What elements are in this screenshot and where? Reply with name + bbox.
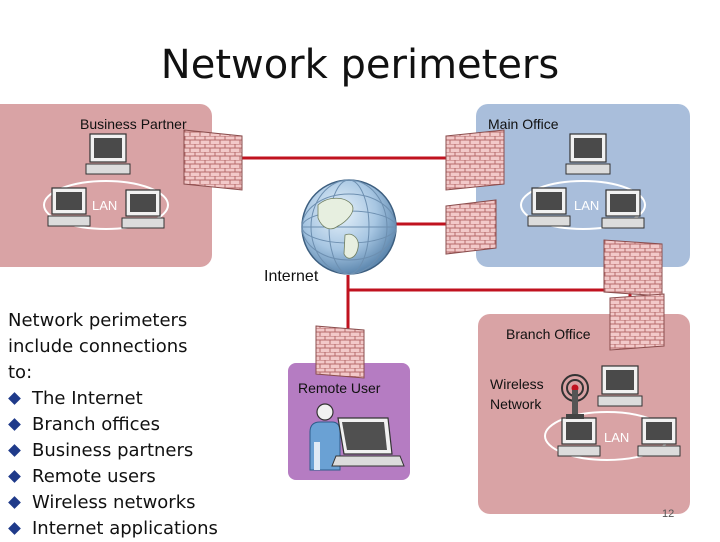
intro-text: Network perimeters include connections t…: [8, 310, 188, 383]
bullet-diamond-icon: [8, 418, 21, 431]
remote-user-label: Remote User: [298, 380, 381, 396]
connection-lines: [242, 156, 632, 338]
bullet-diamond-icon: [8, 392, 21, 405]
computer-icon: [565, 133, 611, 175]
firewall-icon: [315, 325, 365, 379]
computer-icon: [597, 365, 643, 407]
firewall-icon: [603, 239, 663, 297]
lan-label: LAN: [92, 198, 118, 213]
computer-icon: [637, 417, 681, 457]
wireless-network-label: Wireless Network: [490, 376, 544, 412]
bullet-diamond-icon: [8, 444, 21, 457]
computer-icon: [121, 189, 165, 229]
lan-label: LAN: [604, 430, 630, 445]
globe-icon: [301, 179, 397, 275]
slide-title: Network perimeters: [160, 42, 560, 88]
business-partner-label: Business Partner: [80, 116, 187, 132]
computer-icon: [47, 187, 91, 227]
computer-icon: [85, 133, 131, 175]
firewall-icon: [445, 129, 505, 191]
list-item: Remote users: [8, 464, 218, 490]
business-partner-zone: [0, 104, 212, 267]
remote-user-icon: [309, 403, 405, 471]
list-item: Wireless networks: [8, 490, 218, 516]
main-office-label: Main Office: [488, 116, 559, 132]
list-item: Branch offices: [8, 412, 218, 438]
computer-icon: [601, 189, 645, 229]
list-item: Internet applications: [8, 516, 218, 542]
wireless-access-point-icon: [561, 374, 589, 419]
main-office-zone: [476, 104, 690, 267]
branch-office-label: Branch Office: [506, 326, 591, 342]
page-number: 12: [662, 508, 675, 520]
bullet-text-block: Network perimeters include connections t…: [8, 308, 218, 542]
bullet-diamond-icon: [8, 496, 21, 509]
lan-label: LAN: [574, 198, 600, 213]
computer-icon: [557, 417, 601, 457]
internet-label: Internet: [264, 268, 319, 285]
bullet-diamond-icon: [8, 522, 21, 535]
lan-ring: [43, 180, 169, 230]
list-item: Business partners: [8, 438, 218, 464]
firewall-icon: [445, 199, 497, 255]
firewall-icon: [609, 293, 665, 351]
bullet-list: The Internet Branch offices Business par…: [8, 386, 218, 542]
lan-ring: [520, 180, 646, 230]
computer-icon: [527, 187, 571, 227]
firewall-icon: [183, 129, 243, 191]
list-item: The Internet: [8, 386, 218, 412]
bullet-diamond-icon: [8, 470, 21, 483]
